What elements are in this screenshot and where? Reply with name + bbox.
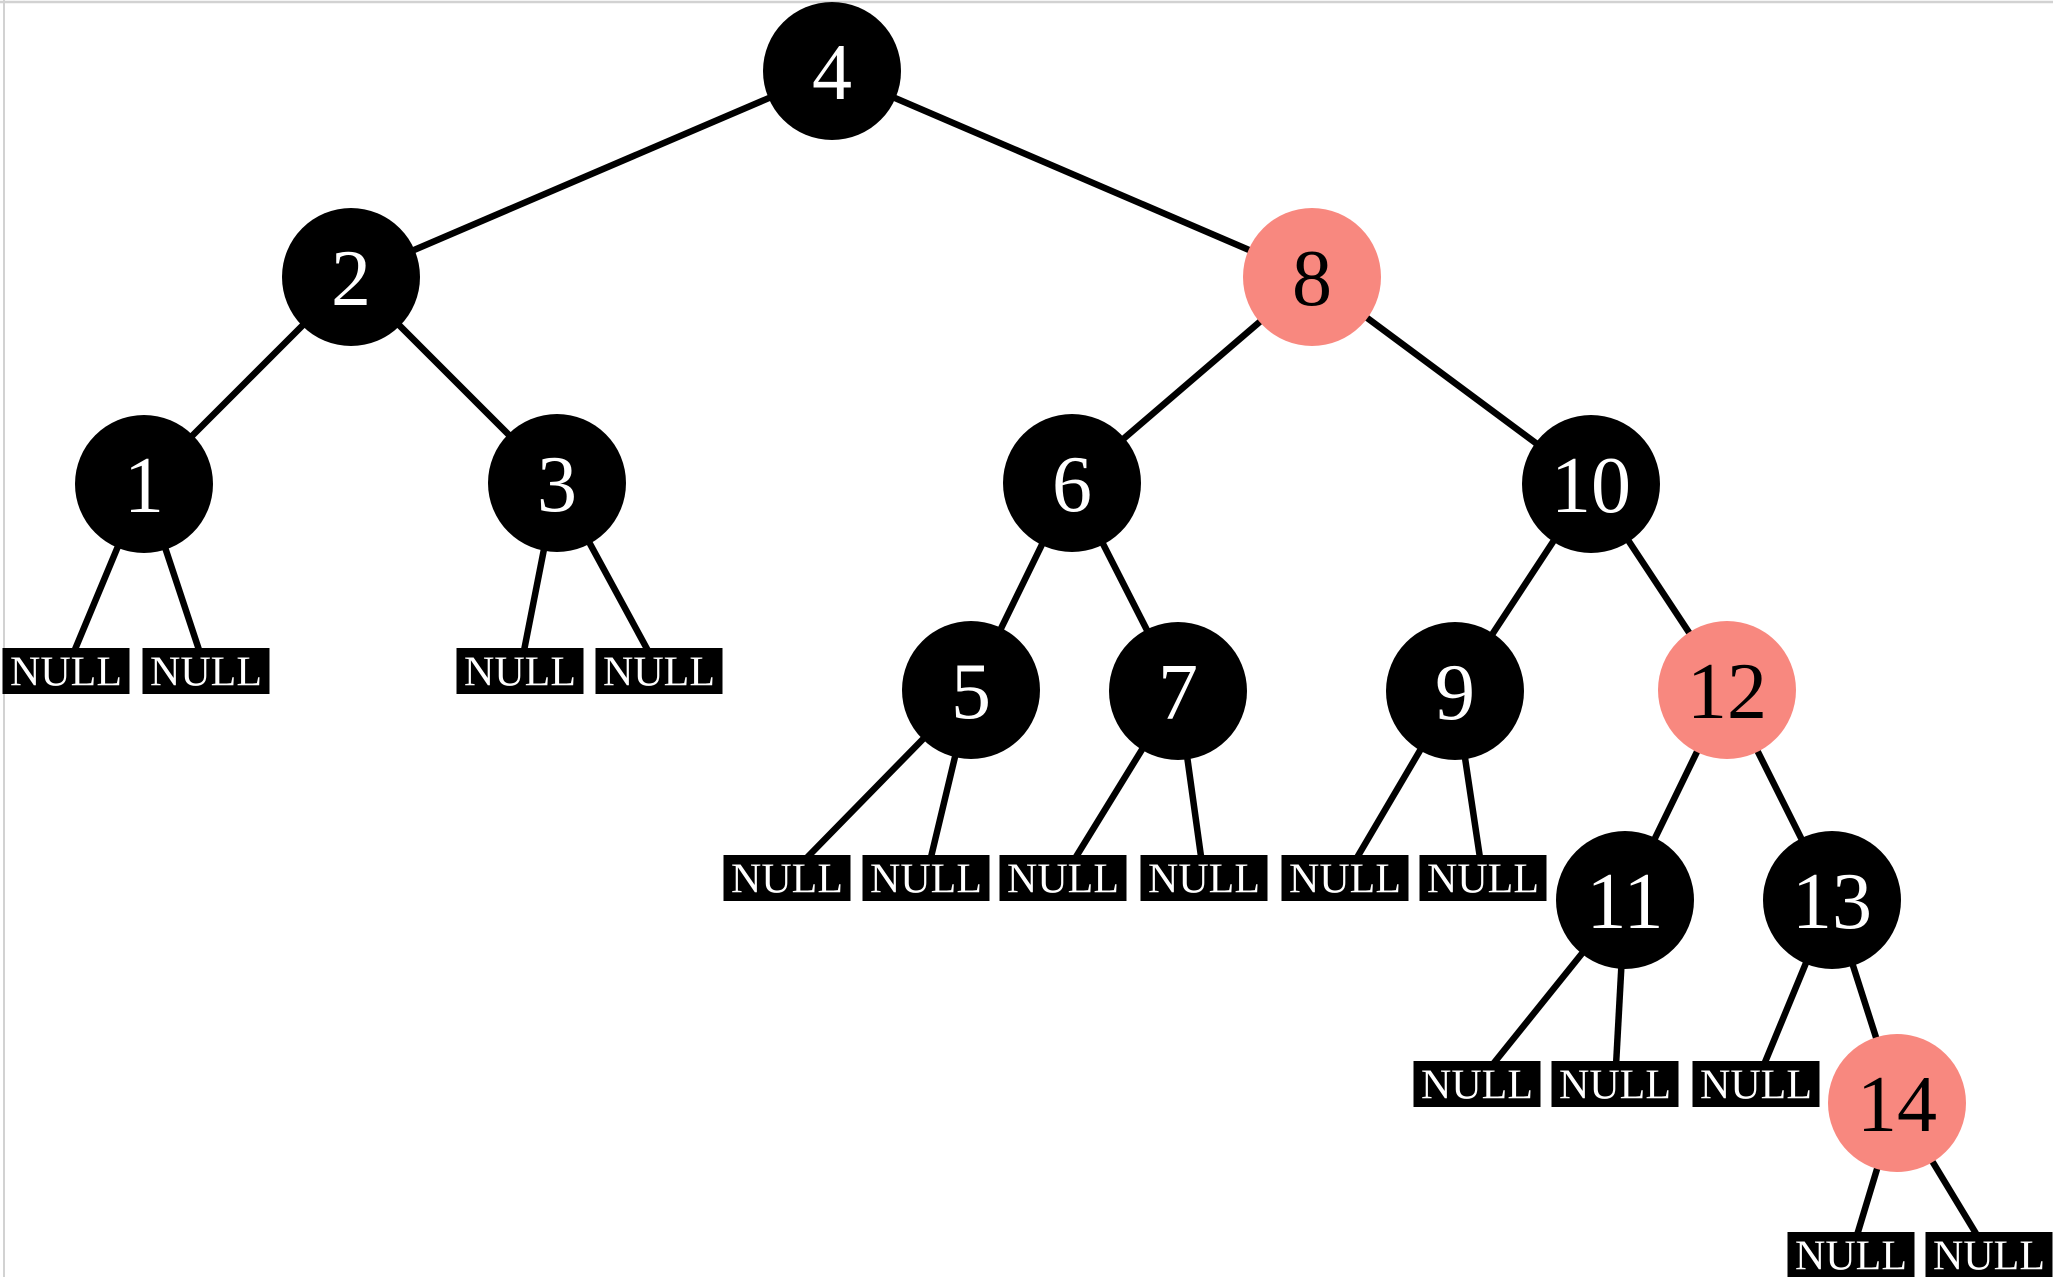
null-leaf-box-null-3R [595, 648, 723, 694]
tree-edge-4-2 [349, 68, 834, 280]
null-leaf-box-null-7R [1140, 855, 1268, 901]
null-leaf-box-null-14L [1787, 1232, 1915, 1277]
null-leaf-box-null-9R [1419, 855, 1547, 901]
tree-node-7-black [1109, 622, 1247, 760]
null-leaf-box-null-5L [723, 855, 851, 901]
tree-node-8-red [1243, 208, 1381, 346]
null-leaf-box-null-11L [1413, 1061, 1541, 1107]
null-leaf-box-null-14R [1925, 1232, 2053, 1277]
tree-node-13-black [1763, 831, 1901, 969]
null-leaf-box-null-5R [862, 855, 990, 901]
tree-node-4-black [763, 2, 901, 140]
null-leaf-box-null-1L [2, 648, 130, 694]
null-leaf-box-null-3L [456, 648, 584, 694]
null-leaf-box-null-9L [1281, 855, 1409, 901]
tree-node-10-black [1522, 415, 1660, 553]
tree-node-3-black [488, 414, 626, 552]
tree-node-12-red [1658, 621, 1796, 759]
tree-node-2-black [282, 208, 420, 346]
null-leaf-box-null-7L [999, 855, 1127, 901]
tree-node-11-black [1556, 831, 1694, 969]
tree-node-5-black [902, 621, 1040, 759]
tree-node-9-black [1386, 622, 1524, 760]
tree-node-6-black [1003, 414, 1141, 552]
null-leaf-box-null-1R [142, 648, 270, 694]
tree-node-1-black [75, 415, 213, 553]
tree-node-14-red [1828, 1034, 1966, 1172]
null-leaf-box-null-13L [1692, 1061, 1820, 1107]
tree-edge-4-8 [830, 68, 1314, 280]
null-leaf-box-null-11R [1551, 1061, 1679, 1107]
